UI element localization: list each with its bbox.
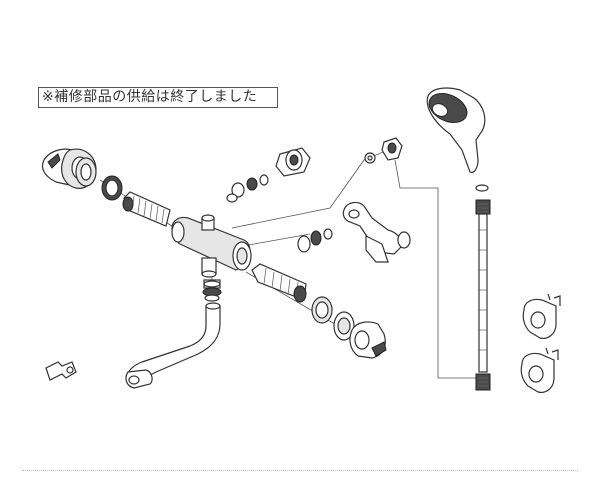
right-handle — [349, 321, 387, 359]
key-tool — [45, 361, 77, 381]
elbow-washer — [364, 152, 376, 164]
hook-lower — [520, 347, 559, 393]
hose-nut — [475, 199, 491, 215]
left-nut — [101, 175, 123, 201]
spout-adapter — [202, 279, 222, 302]
mid-small-parts — [297, 228, 333, 253]
assembly-leader-lines — [99, 149, 478, 379]
right-nut — [311, 296, 333, 324]
supply-ended-notice: ※補修部品の供給は終了しました — [38, 87, 278, 108]
shower-hose — [478, 213, 488, 373]
left-cartridge — [122, 191, 171, 227]
spout — [125, 302, 221, 389]
right-cartridge — [251, 263, 307, 303]
top-small-parts — [226, 174, 269, 203]
elbow-joint — [381, 137, 403, 161]
left-handle-ring — [75, 157, 97, 187]
shower-head — [426, 87, 486, 173]
faucet-body — [171, 214, 252, 278]
top-fitting — [275, 147, 311, 177]
hose-end-nut — [475, 373, 491, 391]
hose-washer — [475, 184, 489, 192]
right-handle-ring — [333, 311, 355, 341]
hook-upper — [522, 293, 561, 339]
wall-bracket — [342, 201, 411, 263]
bottom-divider — [22, 470, 578, 471]
